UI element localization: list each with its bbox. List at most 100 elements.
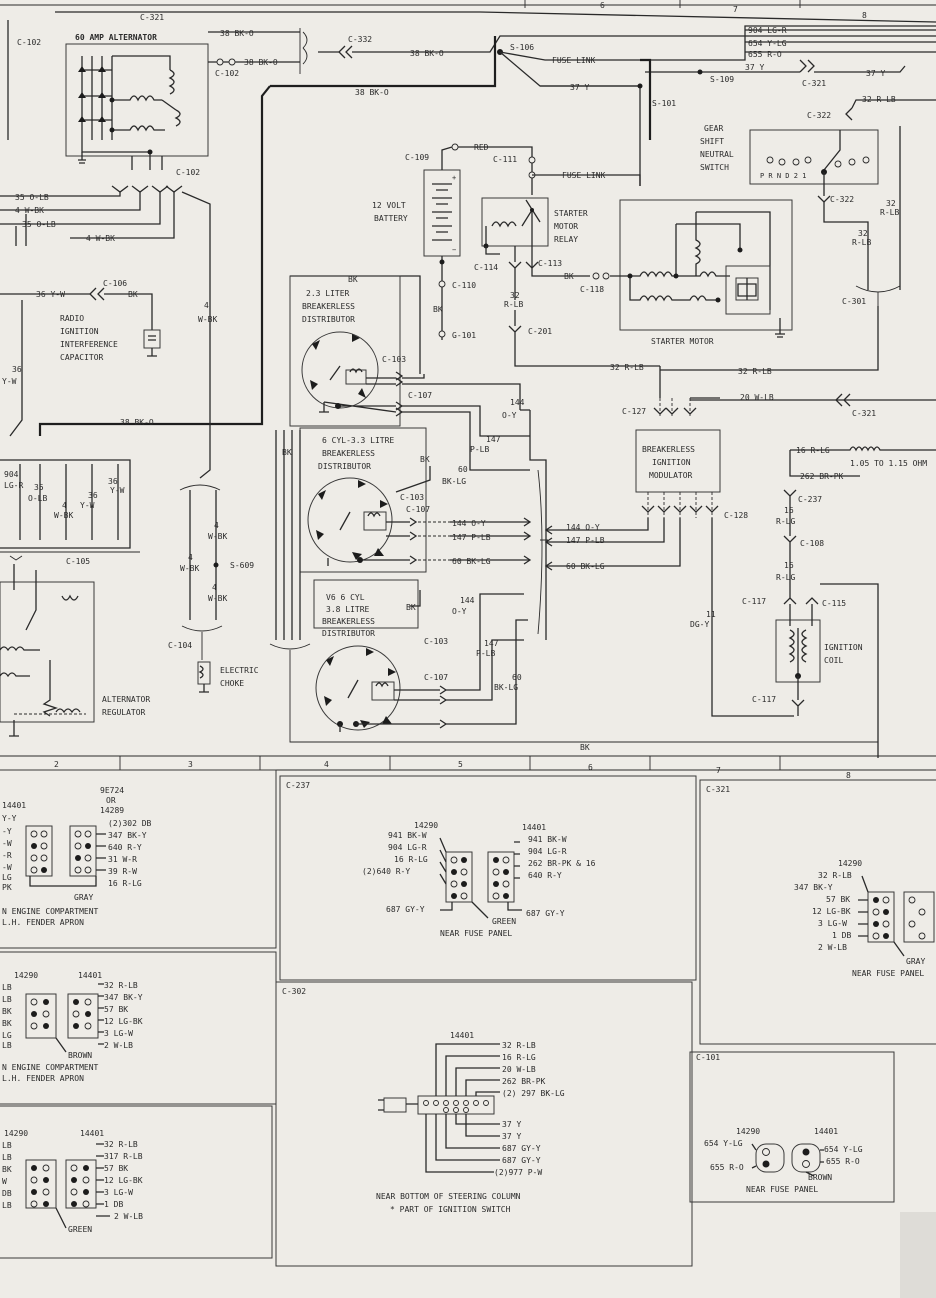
wire-4-ab: W-BK <box>208 532 227 541</box>
connector-panel-c237: C-237 14290 14401 941 BK-W 904 LG-R 16 R… <box>279 775 697 981</box>
p1-wire-0: Y-Y <box>2 814 17 823</box>
p6-left-0: LB <box>2 1141 12 1150</box>
c237-left-wire-1: 904 LG-R <box>388 843 427 852</box>
wire-147-4b: P-LB <box>476 649 495 658</box>
wire-144-1b: O-Y <box>502 411 517 420</box>
label-c102-a: C-102 <box>17 38 41 47</box>
p1-location-2: L.H. FENDER APRON <box>2 918 84 927</box>
p6-right-6: 2 W-LB <box>114 1212 143 1221</box>
c101-right-1: 655 R-O <box>826 1157 860 1166</box>
wire-bk-dist-2: BK <box>282 448 292 457</box>
starter-motor-label: STARTER MOTOR <box>651 337 714 346</box>
p4-left-1: LB <box>2 995 12 1004</box>
p6-left-id: 14290 <box>4 1129 28 1138</box>
label-c107-c: C-107 <box>424 673 448 682</box>
c321-left-id: 14290 <box>838 859 862 868</box>
wire-16-a: 16 <box>784 506 794 515</box>
p6-right-3: 12 LG-BK <box>104 1176 143 1185</box>
wire-bk-110: BK <box>433 305 443 314</box>
wire-36-2: 36 <box>12 365 22 374</box>
wire-bk-6: BK <box>420 455 430 464</box>
wire-4-b: 4 <box>188 553 193 562</box>
wire-37-3: 37 Y <box>570 83 589 92</box>
p6-left-2: BK <box>2 1165 12 1174</box>
modulator-label-1: BREAKERLESS <box>642 445 695 454</box>
p4-left-3: BK <box>2 1019 12 1028</box>
c101-left-id: 14290 <box>736 1127 760 1136</box>
label-c128: C-128 <box>724 511 748 520</box>
label-fuse-link-1: FUSE LINK <box>552 56 596 65</box>
label-c118: C-118 <box>580 285 604 294</box>
c237-left-wire-0: 941 BK-W <box>388 831 427 840</box>
svg-text:+: + <box>452 174 456 182</box>
p6-right-1: 317 R-LB <box>104 1152 143 1161</box>
label-c109: C-109 <box>405 153 429 162</box>
wire-38-5: 38 BK-O <box>120 418 154 427</box>
p4-color: BROWN <box>68 1051 92 1060</box>
distv6-label-3: BREAKERLESS <box>322 617 375 626</box>
wire-37-2: 37 Y <box>866 69 885 78</box>
p4-left-0: LB <box>2 983 12 992</box>
p4-right-id: 14401 <box>78 971 102 980</box>
wire-4-1: 4 W-BK <box>15 206 44 215</box>
wire-4-bb: W-BK <box>180 564 199 573</box>
label-c237-a: C-237 <box>798 495 822 504</box>
c302-wire-6: 37 Y <box>502 1132 521 1141</box>
regulator-label-1: ALTERNATOR <box>102 695 150 704</box>
wire-147-2: 147 P-LB <box>452 533 491 542</box>
ignition-coil: 16 R-LG 1.05 TO 1.15 OHM 262 BR-PK C-237… <box>742 446 936 758</box>
c321-wire-2: 57 BK <box>826 895 850 904</box>
wire-16-rlg-1: 16 R-LG <box>796 446 830 455</box>
c237-left-id: 14290 <box>414 821 438 830</box>
wire-32-rlb-2: 32 R-LB <box>738 367 772 376</box>
dist6-label-2: BREAKERLESS <box>322 449 375 458</box>
c302-wire-1: 16 R-LG <box>502 1053 536 1062</box>
ignition-modulator: 32 R-LB 32 R-LB 20 W-LB C-321 C-127 BREA… <box>546 363 936 717</box>
label-s109: S-109 <box>710 75 734 84</box>
label-c321-top: C-321 <box>140 13 164 22</box>
c237-right-wire-2: 262 BR-PK & 16 <box>528 859 596 868</box>
wire-262: 262 BR-PK <box>800 472 844 481</box>
p1-location-1: N ENGINE COMPARTMENT <box>2 907 99 916</box>
label-c107-b: C-107 <box>406 505 430 514</box>
wire-32-r-4: R-LB <box>852 238 871 247</box>
c321-wire-3: 12 LG-BK <box>812 907 851 916</box>
label-c111: C-111 <box>493 155 517 164</box>
wire-4-cb: W-BK <box>208 594 227 603</box>
ground-bus <box>275 430 301 640</box>
radio-capacitor: 36 Y-W BK C-106 RADIO IGNITION INTERFERE… <box>0 279 161 437</box>
c302-wire-5: 37 Y <box>502 1120 521 1129</box>
wire-36-5b: Y-W <box>110 486 125 495</box>
dist23-label-1: 2.3 LITER <box>306 289 350 298</box>
gear-label-4: SWITCH <box>700 163 729 172</box>
grid-col-6b: 6 <box>588 763 593 772</box>
wire-36-4: 36 <box>88 491 98 500</box>
c321-color: GRAY <box>906 957 925 966</box>
p6-left-5: LB <box>2 1201 12 1210</box>
label-c117-b: C-117 <box>752 695 776 704</box>
wire-37-1: 37 Y <box>745 63 764 72</box>
p4-left-4: LG <box>2 1031 12 1040</box>
label-c106: C-106 <box>103 279 127 288</box>
grid-col-5: 5 <box>458 760 463 769</box>
dist6-label-1: 6 CYL-3.3 LITRE <box>322 436 394 445</box>
c321-id: C-321 <box>706 785 730 794</box>
c237-location: NEAR FUSE PANEL <box>440 929 512 938</box>
wire-32-r-2: R-LB <box>880 208 899 217</box>
wire-60-4b: BK-LG <box>494 683 518 692</box>
p1-wire-5: LG <box>2 873 12 882</box>
label-c105: C-105 <box>66 557 90 566</box>
label-c322-a: C-322 <box>807 111 831 120</box>
c302-wire-8: 687 GY-Y <box>502 1156 541 1165</box>
radio-label-2: IGNITION <box>60 327 99 336</box>
c237-color: GREEN <box>492 917 516 926</box>
c321-wire-5: 1 DB <box>832 931 851 940</box>
wire-36-1: 36 Y-W <box>36 290 65 299</box>
p2-id-1: OR <box>106 796 116 805</box>
p1-wire-1: -Y <box>2 827 12 836</box>
modulator-label-2: IGNITION <box>652 458 691 467</box>
c237-right-wire-3: 640 R-Y <box>528 871 562 880</box>
label-c113: C-113 <box>538 259 562 268</box>
distv6-label-1: V6 6 CYL <box>326 593 365 602</box>
c321-location: NEAR FUSE PANEL <box>852 969 924 978</box>
